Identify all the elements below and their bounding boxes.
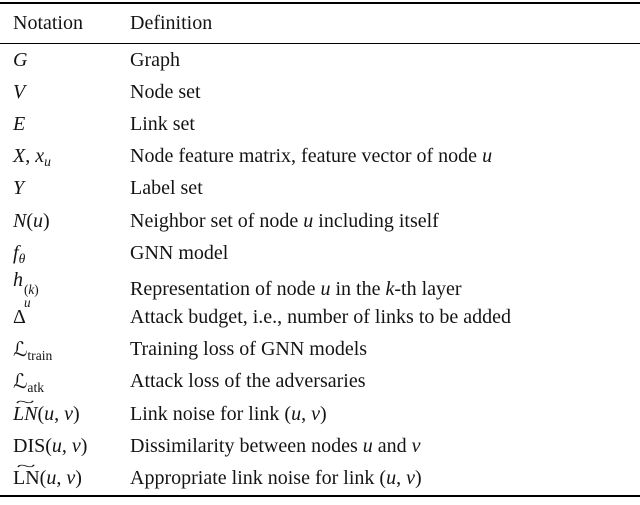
header-notation: Notation bbox=[13, 12, 83, 34]
definition-cell: Node set bbox=[130, 80, 201, 103]
notation-cell: ℒtrain bbox=[13, 337, 53, 364]
table-row: N(u) Neighbor set of node u including its… bbox=[0, 205, 640, 237]
definition-cell: Attack loss of the adversaries bbox=[130, 370, 366, 393]
definition-cell: Dissimilarity between nodes u and v bbox=[130, 434, 421, 457]
definition-cell: Neighbor set of node u including itself bbox=[130, 209, 439, 232]
definition-cell: Node feature matrix, feature vector of n… bbox=[130, 145, 493, 168]
definition-cell: Link set bbox=[130, 112, 195, 135]
notation-cell: DIS(u, v) bbox=[13, 434, 88, 457]
table-row: Δ Attack budget, i.e., number of links to… bbox=[0, 302, 640, 334]
definition-cell: GNN model bbox=[130, 241, 229, 264]
notation-cell: Y bbox=[13, 177, 25, 200]
notation-cell: G bbox=[13, 48, 28, 71]
notation-cell: E bbox=[13, 112, 26, 135]
notation-cell: ~LN(u, v) bbox=[13, 394, 80, 425]
notation-cell: Δ bbox=[13, 306, 26, 329]
definition-cell: Graph bbox=[130, 48, 180, 71]
notation-cell: h(k)u bbox=[13, 269, 39, 311]
table-row: G Graph bbox=[0, 44, 640, 76]
table-row: ~LN(u, v) Appropriate link noise for link… bbox=[0, 458, 640, 494]
definition-cell: Label set bbox=[130, 177, 203, 200]
notation-cell: X, xu bbox=[13, 145, 51, 170]
definition-cell: Appropriate link noise for link (u, v) bbox=[130, 467, 422, 490]
definition-cell: Attack budget, i.e., number of links to … bbox=[130, 306, 512, 329]
definition-cell: Representation of node u in the k-th lay… bbox=[130, 278, 462, 301]
definition-cell: Link noise for link (u, v) bbox=[130, 402, 327, 425]
header-definition: Definition bbox=[130, 12, 213, 34]
table-row: ℒatk Attack loss of the adversaries bbox=[0, 366, 640, 398]
notation-cell: N(u) bbox=[13, 209, 50, 232]
table-row: Y Label set bbox=[0, 173, 640, 205]
table-row: DIS(u, v) Dissimilarity between nodes u a… bbox=[0, 430, 640, 462]
table-row: V Node set bbox=[0, 76, 640, 108]
table-row: h(k)u Representation of node u in the k-t… bbox=[0, 269, 640, 310]
table-row: E Link set bbox=[0, 108, 640, 140]
notation-cell: fθ bbox=[13, 241, 26, 266]
table-row: fθ GNN model bbox=[0, 237, 640, 269]
notation-cell: V bbox=[13, 80, 26, 103]
table-row: ℒtrain Training loss of GNN models bbox=[0, 334, 640, 366]
table-header-row: Notation Definition bbox=[0, 4, 640, 44]
table-row: ~LN(u, v) Link noise for link (u, v) bbox=[0, 394, 640, 430]
notation-cell: ~LN(u, v) bbox=[13, 458, 82, 490]
table-row: X, xu Node feature matrix, feature vector… bbox=[0, 141, 640, 173]
definition-cell: Training loss of GNN models bbox=[130, 338, 368, 361]
notation-cell: ℒatk bbox=[13, 369, 45, 396]
